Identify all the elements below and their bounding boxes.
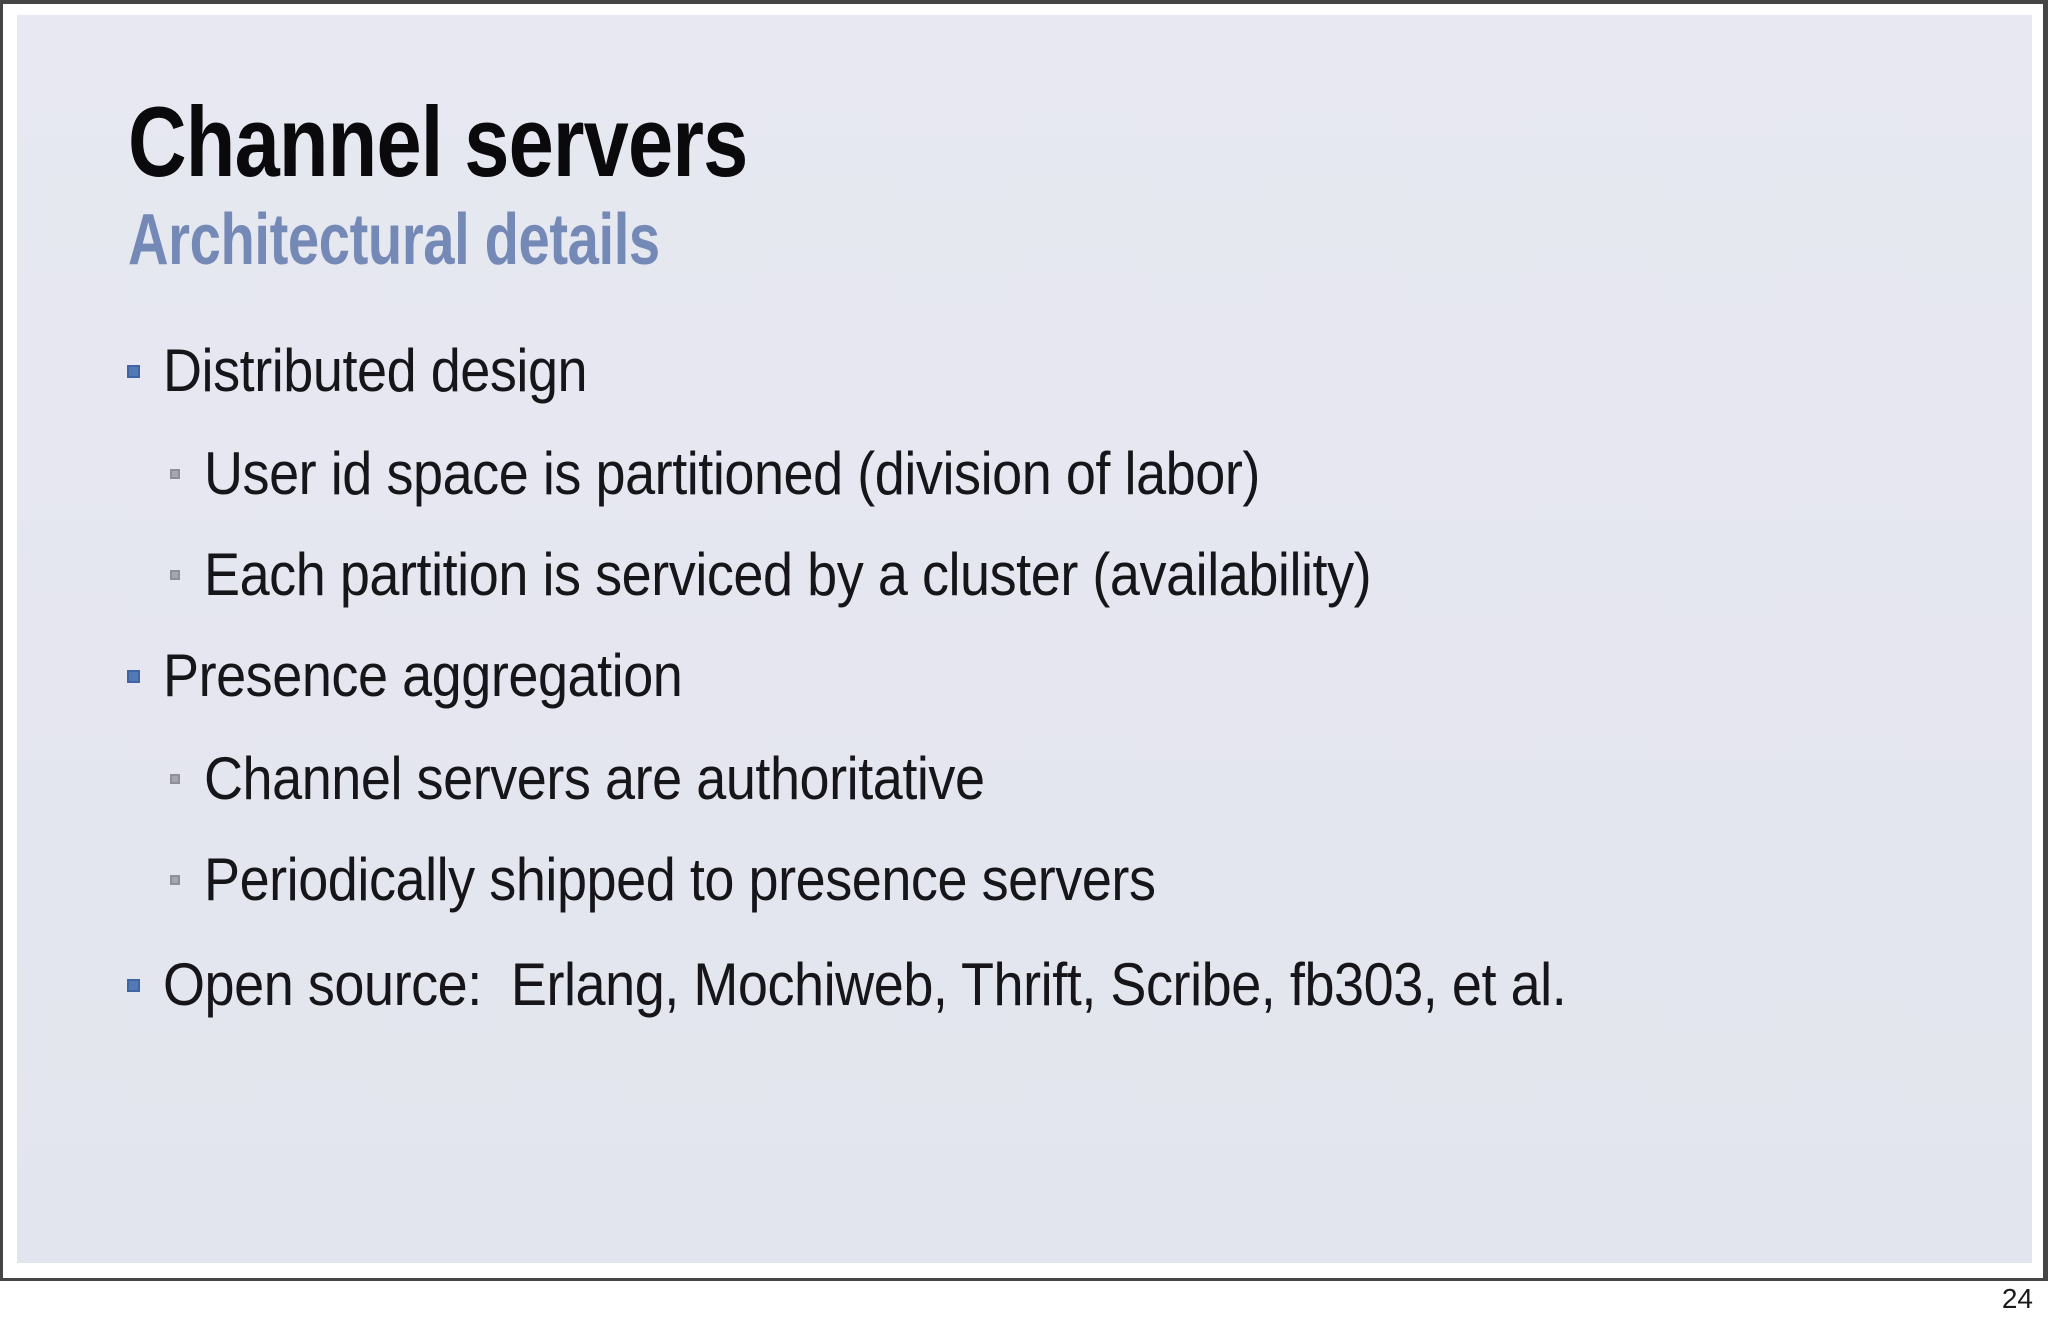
- bullet-item: Each partition is serviced by a cluster …: [170, 543, 1501, 607]
- bullet-text: Distributed design: [163, 337, 588, 404]
- bullet-text: User id space is partitioned (division o…: [204, 440, 1260, 507]
- slide-canvas: Channel servers Architectural details Di…: [17, 15, 2032, 1263]
- bullet-text: Open source: Erlang, Mochiweb, Thrift, S…: [163, 951, 1567, 1018]
- bullet-item: User id space is partitioned (division o…: [170, 442, 1377, 506]
- bullet-text: Periodically shipped to presence servers: [204, 846, 1156, 913]
- slide-subtitle: Architectural details: [128, 200, 660, 280]
- bullet-text: Each partition is serviced by a cluster …: [204, 541, 1372, 608]
- bullet-square-icon: [170, 469, 180, 479]
- bullet-item: Periodically shipped to presence servers: [170, 848, 1261, 912]
- slide-title: Channel servers: [128, 86, 748, 197]
- bullet-square-icon: [127, 978, 140, 992]
- bullet-square-icon: [170, 875, 180, 885]
- bullet-square-icon: [127, 669, 140, 683]
- page-number: 24: [2001, 1283, 2033, 1314]
- bullet-text: Channel servers are authoritative: [204, 745, 985, 812]
- bullet-square-icon: [127, 364, 140, 378]
- slide-frame: Channel servers Architectural details Di…: [0, 0, 2048, 1281]
- bullet-item: Open source: Erlang, Mochiweb, Thrift, S…: [127, 953, 1722, 1017]
- bullet-item: Channel servers are authoritative: [170, 747, 1071, 811]
- bullet-square-icon: [170, 774, 180, 784]
- bullet-text: Presence aggregation: [163, 642, 683, 709]
- bullet-item: Distributed design: [127, 339, 634, 403]
- bullet-square-icon: [170, 570, 180, 580]
- bullet-item: Presence aggregation: [127, 644, 740, 708]
